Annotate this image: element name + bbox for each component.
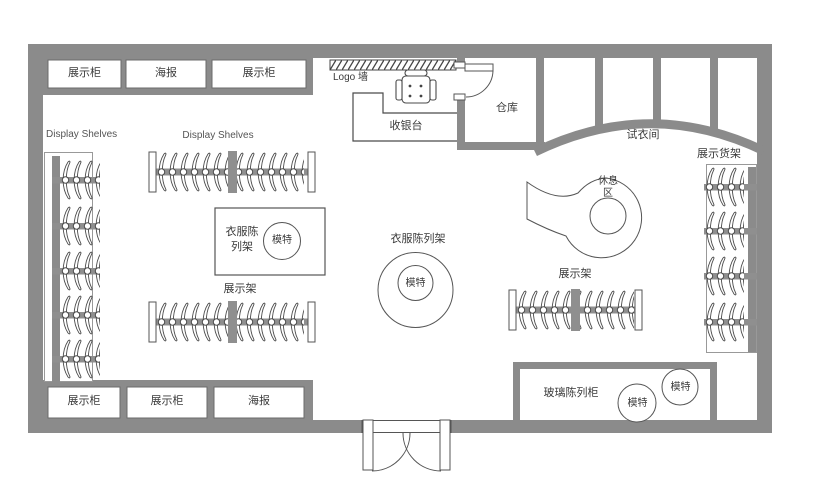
wall-top xyxy=(28,44,772,58)
top-poster-label: 海报 xyxy=(155,67,177,79)
fitting-room-dividers xyxy=(595,58,718,132)
fitting-room-label: 试衣间 xyxy=(626,129,660,141)
right-center-rack xyxy=(508,289,643,331)
top-cabinet-1-box xyxy=(47,59,122,89)
warehouse-door-icon xyxy=(453,61,494,101)
top-cabinet-strip xyxy=(43,58,313,95)
left-wall-rack xyxy=(44,152,100,382)
wall-right xyxy=(757,44,772,433)
cashier-chair-icon xyxy=(395,69,437,104)
mid-shelves-en-label: Display Shelves xyxy=(182,130,254,141)
bottom-cabinet-1-label: 展示柜 xyxy=(67,395,101,407)
logo-wall-label: Logo 墙 xyxy=(333,72,369,83)
rest-area-line2: 区 xyxy=(603,188,613,199)
glass-mannequin-2-label: 模特 xyxy=(670,382,691,393)
top-cabinet-2-box xyxy=(211,59,307,89)
wall-bottom-right xyxy=(451,420,772,433)
display-rack-left-label: 展示架 xyxy=(223,283,257,295)
center-mannequin-label: 模特 xyxy=(405,278,426,289)
glass-mannequin-circle-1 xyxy=(617,383,657,423)
rest-area-label: 休息区 xyxy=(593,176,623,200)
warehouse-label: 仓库 xyxy=(496,102,518,114)
box-mannequin-label: 模特 xyxy=(272,235,292,246)
rest-area-sofa xyxy=(526,177,643,259)
display-rack-right-label: 展示架 xyxy=(558,268,592,280)
top-poster-box xyxy=(125,59,207,89)
clothes-rack-box-line2: 列架 xyxy=(231,241,253,253)
glass-display-cabinet xyxy=(513,362,717,423)
bottom-cabinet-1-box xyxy=(47,386,121,419)
right-rack-label: 展示货架 xyxy=(697,148,741,160)
bottom-poster-label: 海报 xyxy=(248,395,270,407)
box-mannequin-circle xyxy=(263,222,301,260)
center-round-display xyxy=(377,252,454,328)
top-cabinet-2-label: 展示柜 xyxy=(242,67,276,79)
bottom-cabinet-2-label: 展示柜 xyxy=(150,395,184,407)
bottom-cabinet-2-box xyxy=(126,386,208,419)
entrance-double-door-icon xyxy=(361,419,452,472)
fitting-room-curved-wall xyxy=(533,119,766,157)
cashier-label: 收银台 xyxy=(389,120,423,132)
right-wall-rack xyxy=(704,164,757,353)
top-middle-rack xyxy=(148,151,316,193)
clothes-rack-box-label: 衣服陈列架 xyxy=(221,225,263,255)
rest-area-line1: 休息 xyxy=(598,176,618,187)
center-display-label: 衣服陈列架 xyxy=(390,233,446,245)
logo-wall-hatch xyxy=(329,59,457,71)
bottom-cabinet-strip xyxy=(43,380,313,432)
left-shelves-en-label: Display Shelves xyxy=(46,129,118,140)
wall-left xyxy=(28,44,43,433)
glass-cabinet-label: 玻璃陈列柜 xyxy=(543,387,599,399)
bottom-poster-box xyxy=(213,386,305,419)
clothes-rack-box-line1: 衣服陈 xyxy=(225,226,259,238)
top-cabinet-1-label: 展示柜 xyxy=(68,67,101,79)
bottom-middle-rack xyxy=(148,301,316,343)
glass-mannequin-1-label: 模特 xyxy=(627,398,648,409)
glass-mannequin-circle-2 xyxy=(661,368,699,406)
